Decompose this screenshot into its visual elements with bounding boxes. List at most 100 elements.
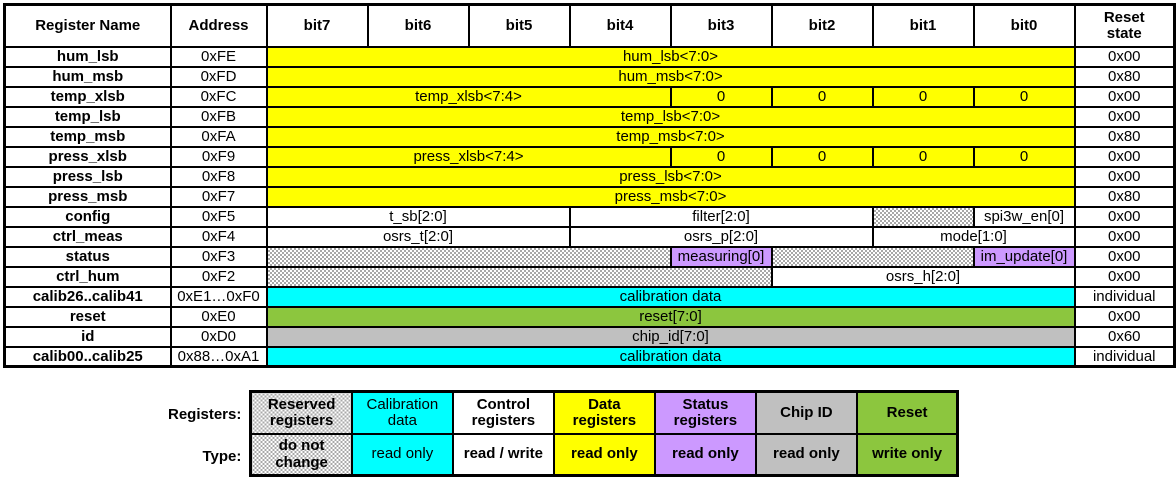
legend-type-cell: write only <box>855 432 959 477</box>
register-name-cell: ctrl_hum <box>3 265 172 288</box>
legend-label-registers: Registers: <box>168 405 242 423</box>
bitfield-cell: 0 <box>871 145 975 168</box>
reset-state-cell: 0x00 <box>1073 225 1176 248</box>
register-address-cell: 0xFD <box>169 65 268 88</box>
table-header-row: Register Name Address bit7 bit6 bit5 bit… <box>3 3 1176 48</box>
bitfield-cell: press_lsb<7:0> <box>265 165 1076 188</box>
reset-state-cell: 0x00 <box>1073 145 1176 168</box>
legend-label-type: Type: <box>202 447 242 465</box>
reset-state-cell: individual <box>1073 285 1176 308</box>
reset-state-cell: 0x00 <box>1073 165 1176 188</box>
header-bit1: bit1 <box>871 3 975 48</box>
bitfield-cell: hum_msb<7:0> <box>265 65 1076 88</box>
reset-state-cell: 0x00 <box>1073 305 1176 328</box>
header-bit0: bit0 <box>972 3 1076 48</box>
register-address-cell: 0xF9 <box>169 145 268 168</box>
bitfield-cell: press_msb<7:0> <box>265 185 1076 208</box>
bitfield-cell: calibration data <box>265 285 1076 308</box>
register-name-cell: press_xlsb <box>3 145 172 168</box>
header-reset-state-line1: Reset <box>1103 9 1145 26</box>
bitfield-cell <box>770 245 975 268</box>
register-address-cell: 0xFC <box>169 85 268 108</box>
legend-type-cell: read only <box>552 432 656 477</box>
legend-register-cell: Control registers <box>451 390 555 435</box>
register-name-cell: reset <box>3 305 172 328</box>
bitfield-cell: osrs_p[2:0] <box>568 225 874 248</box>
header-bit7: bit7 <box>265 3 369 48</box>
legend-type-cell: read only <box>350 432 454 477</box>
register-address-cell: 0xF4 <box>169 225 268 248</box>
bitfield-cell: reset[7:0] <box>265 305 1076 328</box>
register-address-cell: 0xF3 <box>169 245 268 268</box>
reset-state-cell: 0x00 <box>1073 205 1176 228</box>
reset-state-cell: 0x80 <box>1073 185 1176 208</box>
legend-type-cell: read only <box>653 432 757 477</box>
bitfield-cell: calibration data <box>265 345 1076 368</box>
bitfield-cell: 0 <box>972 85 1076 108</box>
register-name-cell: press_lsb <box>3 165 172 188</box>
bitfield-cell: chip_id[7:0] <box>265 325 1076 348</box>
header-address: Address <box>169 3 268 48</box>
register-name-cell: temp_xlsb <box>3 85 172 108</box>
legend-register-cell: Reset <box>855 390 959 435</box>
reset-state-cell: 0x80 <box>1073 65 1176 88</box>
register-name-cell: hum_lsb <box>3 45 172 68</box>
header-reset-state: Reset state <box>1073 3 1176 48</box>
bitfield-cell: press_xlsb<7:4> <box>265 145 672 168</box>
bitfield-cell: filter[2:0] <box>568 205 874 228</box>
legend-register-cell: Status registers <box>653 390 757 435</box>
bitfield-cell: 0 <box>770 145 874 168</box>
header-reset-state-line2: state <box>1106 24 1142 42</box>
reset-state-cell: individual <box>1073 345 1176 368</box>
register-address-cell: 0xFB <box>169 105 268 128</box>
register-address-cell: 0xF2 <box>169 265 268 288</box>
legend-register-cell: Calibration data <box>350 390 454 435</box>
register-name-cell: calib26..calib41 <box>3 285 172 308</box>
register-address-cell: 0xD0 <box>169 325 268 348</box>
bitfield-cell: hum_lsb<7:0> <box>265 45 1076 68</box>
bitfield-cell: spi3w_en[0] <box>972 205 1076 228</box>
register-address-cell: 0xFA <box>169 125 268 148</box>
reset-state-cell: 0x00 <box>1073 265 1176 288</box>
legend-type-cell: read only <box>754 432 858 477</box>
register-name-cell: config <box>3 205 172 228</box>
bitfield-cell: 0 <box>770 85 874 108</box>
header-register-name: Register Name <box>3 3 172 48</box>
bitfield-cell: 0 <box>972 145 1076 168</box>
reset-state-cell: 0x00 <box>1073 105 1176 128</box>
bitfield-cell: 0 <box>669 145 773 168</box>
bitfield-cell: temp_xlsb<7:4> <box>265 85 672 108</box>
header-bit3: bit3 <box>669 3 773 48</box>
bitfield-cell: osrs_t[2:0] <box>265 225 571 248</box>
legend-type-cell: do not change <box>249 432 353 477</box>
reset-state-cell: 0x00 <box>1073 85 1176 108</box>
header-bit6: bit6 <box>366 3 470 48</box>
reset-state-cell: 0x00 <box>1073 245 1176 268</box>
bitfield-cell: 0 <box>669 85 773 108</box>
legend-register-cell: Reserved registers <box>249 390 353 435</box>
bitfield-cell: 0 <box>871 85 975 108</box>
legend-type-cell: read / write <box>451 432 555 477</box>
bitfield-cell: osrs_h[2:0] <box>770 265 1076 288</box>
register-name-cell: id <box>3 325 172 348</box>
bitfield-cell: t_sb[2:0] <box>265 205 571 228</box>
header-bit2: bit2 <box>770 3 874 48</box>
legend-register-cell: Data registers <box>552 390 656 435</box>
